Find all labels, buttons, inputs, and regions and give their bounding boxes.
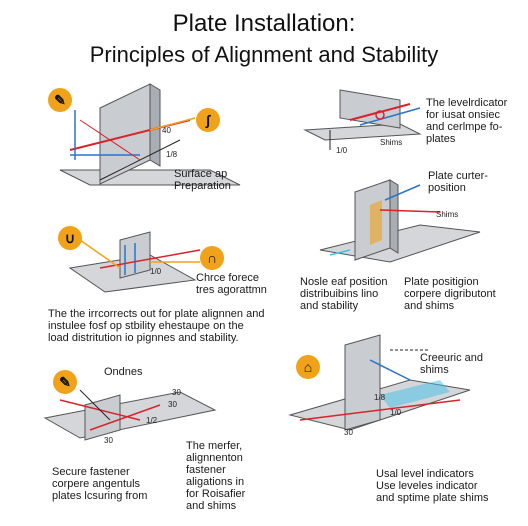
p7-top-line-2: shims	[420, 364, 449, 376]
clamp-icon: ∪	[58, 226, 82, 250]
p1-label-1-8: 1/8	[166, 150, 178, 159]
p3-caption-line-1: Chrce forece	[196, 272, 259, 284]
level-icon: ∫	[196, 108, 220, 132]
p1-caption-line-1: Surface ap	[174, 168, 228, 180]
p7-top-line-1: Creeuric and	[420, 352, 483, 364]
p6-top-label: Ondnes	[104, 366, 143, 378]
p3-label-1-0: 1/0	[150, 267, 162, 276]
panel-3-scene	[68, 231, 201, 293]
panel-1-scene	[59, 83, 241, 186]
p7-label-30: 30	[344, 428, 353, 437]
p1-caption-line-2: Preparation	[174, 180, 231, 192]
p4-right-line-3: and shims	[404, 300, 455, 312]
p4-sub-shims: Shims	[436, 210, 459, 219]
p2-caption-line-1: The levelrdicator	[426, 97, 508, 109]
panel-6-scene	[43, 389, 217, 441]
p3-caption-line-2: tres agorattmn	[196, 284, 267, 296]
p5-caption-line-1: The the irrcorrects out for plate alignn…	[48, 308, 265, 320]
p6-right-line-2: alignnenton	[186, 452, 243, 464]
panel-7-scene	[288, 334, 471, 431]
p4-right-line-2: corpere digributont	[404, 288, 496, 300]
p4-left-line-1: Nosle eaf position	[300, 276, 388, 288]
p7-bottom-line-2: Use leveles indicator	[376, 480, 478, 492]
p6-right-line-3: fastener	[186, 464, 226, 476]
p2-label-1-0: 1/0	[336, 146, 348, 155]
p7-label-1-0: 1/0	[390, 408, 402, 417]
panel-2-scene	[303, 89, 422, 150]
p6-left-line-3: plates lcsuring from	[52, 490, 148, 502]
p1-label-40: 40	[162, 126, 171, 135]
p6-label-30-b: 30	[168, 400, 177, 409]
p6-left-line-2: corpere angentuls	[52, 478, 141, 490]
p6-right-line-4: aligations in	[186, 476, 245, 488]
p7-label-1-8: 1/8	[374, 393, 386, 402]
p2-caption-line-2: for iusat onsiec	[426, 109, 500, 121]
hardhat-icon: ⌂	[296, 355, 320, 379]
p7-bottom-line-3: and sptime plate shims	[376, 492, 489, 504]
p6-right-line-1: The merfer,	[186, 440, 243, 452]
title-line-1: Plate Installation:	[172, 10, 356, 37]
p6-left-line-1: Secure fastener	[52, 466, 130, 478]
p5-caption-line-2: instulee fosf op stbility ehestaupe on t…	[48, 320, 244, 332]
p7-bottom-line-1: Usal level indicators	[376, 468, 474, 480]
p2-caption-line-3: and cerlmpe fo-	[426, 121, 503, 133]
arch-icon: ∩	[200, 246, 224, 270]
p2-sub-shims: Shims	[380, 138, 403, 147]
title-line-2: Principles of Alignment and Stability	[89, 42, 439, 67]
p6-label-30-c: 30	[104, 436, 113, 445]
wrench-icon-2: ✎	[53, 370, 77, 394]
p4-left-line-2: distribuibins lino	[300, 288, 379, 300]
p6-label-30-a: 30	[172, 388, 181, 397]
p5-caption-line-3: load distritution io pignnes and stabili…	[48, 332, 239, 344]
p4-left-line-3: and stability	[300, 300, 359, 312]
panel-4-scene	[319, 179, 481, 263]
p6-label-1-2: 1/2	[146, 416, 158, 425]
p4-caption-top-line-2: position	[428, 182, 466, 194]
wrench-icon: ✎	[48, 88, 72, 112]
p6-right-line-5: for Roisafier	[186, 488, 246, 500]
p6-right-line-6: and shims	[186, 500, 237, 512]
p4-right-line-1: Plate positigion	[404, 276, 479, 288]
p2-caption-line-4: plates	[426, 133, 456, 145]
p4-caption-top-line-1: Plate curter-	[428, 170, 488, 182]
